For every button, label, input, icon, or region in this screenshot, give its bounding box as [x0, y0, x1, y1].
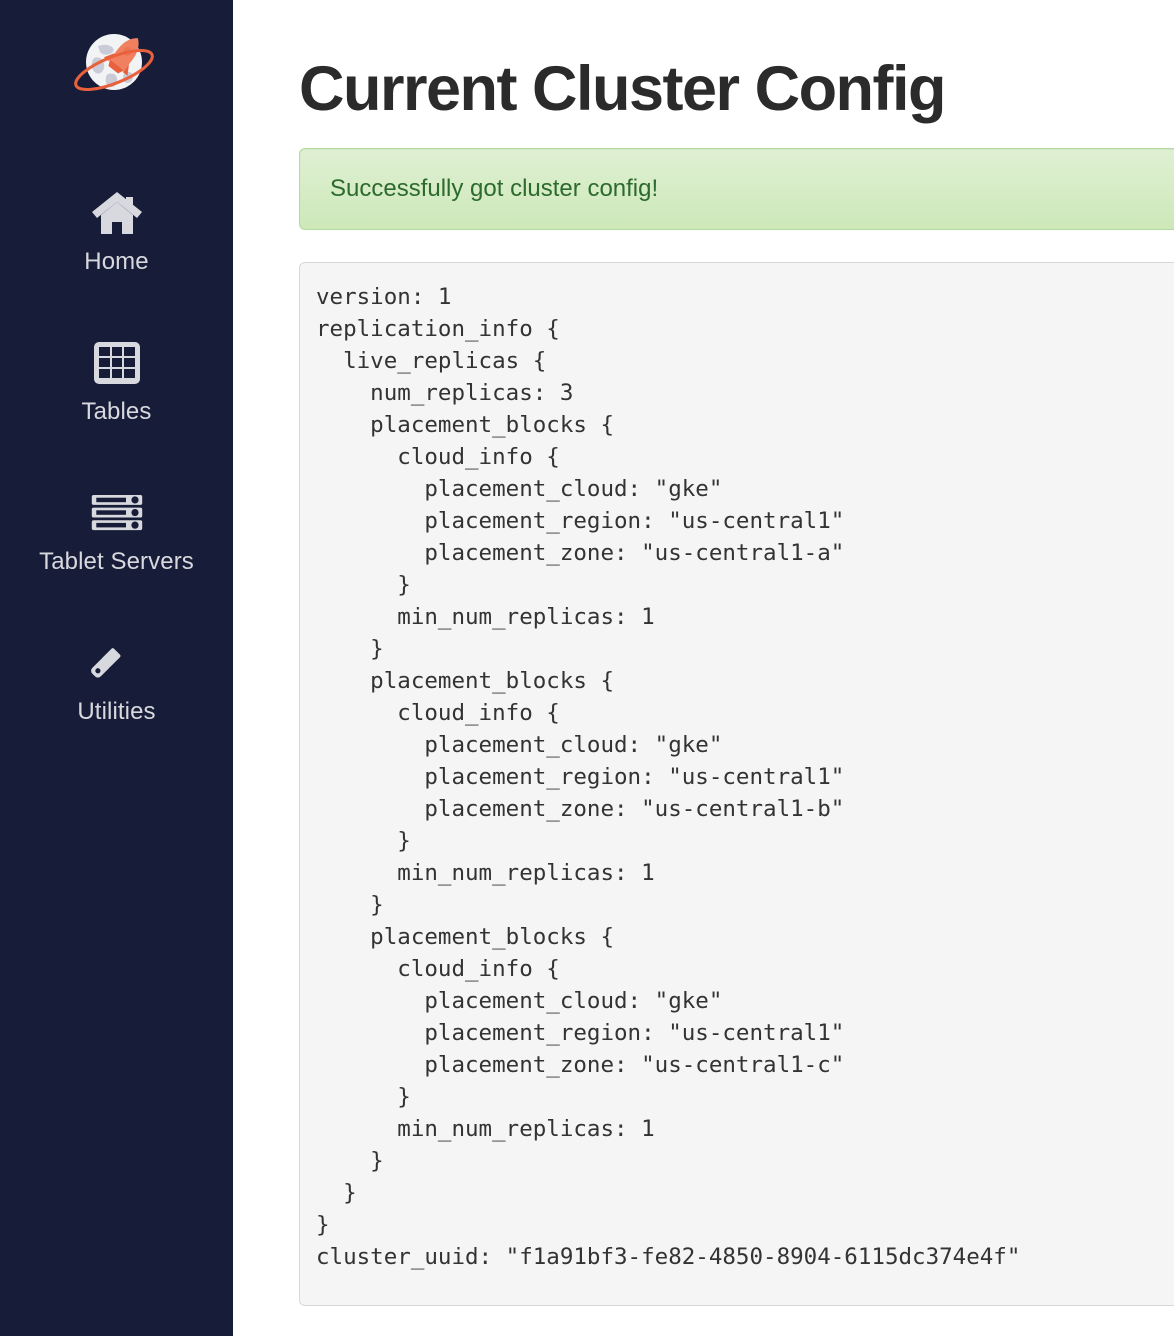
cluster-config-panel[interactable]: version: 1 replication_info { live_repli… [299, 262, 1174, 1307]
alert-message: Successfully got cluster config! [330, 175, 659, 203]
main-content: Current Cluster Config Successfully got … [233, 0, 1174, 1336]
yugabyte-rocket-globe-logo[interactable] [68, 26, 166, 108]
sidebar-item-label: Tables [81, 398, 152, 425]
wrench-icon [90, 636, 144, 690]
sidebar-item-tablet-servers[interactable]: Tablet Servers [0, 486, 233, 576]
success-alert: Successfully got cluster config! [299, 148, 1174, 231]
cluster-config-text: version: 1 replication_info { live_repli… [316, 284, 1021, 1271]
sidebar-item-utilities[interactable]: Utilities [0, 636, 233, 726]
sidebar: Home Tables [0, 0, 233, 1336]
sidebar-item-tables[interactable]: Tables [0, 336, 233, 426]
tables-grid-icon [90, 336, 144, 390]
sidebar-item-home[interactable]: Home [0, 186, 233, 276]
page-title: Current Cluster Config [299, 54, 947, 124]
sidebar-item-label: Tablet Servers [39, 548, 194, 575]
home-icon [90, 186, 144, 240]
tablet-servers-icon [90, 486, 144, 540]
sidebar-item-label: Home [84, 248, 149, 275]
sidebar-item-label: Utilities [77, 698, 156, 725]
